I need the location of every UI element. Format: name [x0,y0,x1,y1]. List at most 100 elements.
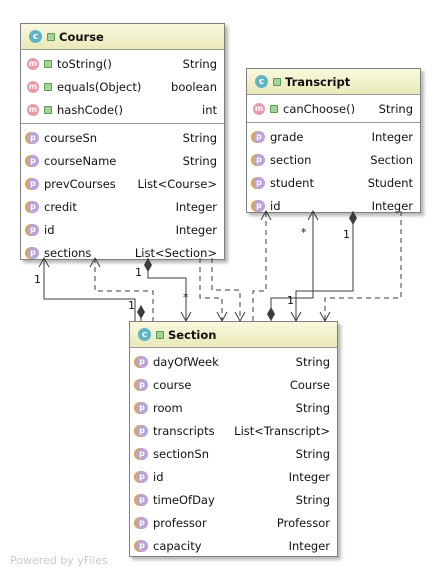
class-course[interactable]: c Course m toString() String m equals(Ob… [20,23,225,260]
field-name: id [153,469,164,484]
field-type: Integer [288,538,330,553]
edge-course-composition[interactable] [147,258,187,321]
field-row[interactable]: p credit Integer [21,195,224,218]
edge-section-transcript[interactable] [270,211,314,321]
field-name: sections [44,245,92,260]
field-row[interactable]: p prevCourses List<Course> [21,172,224,195]
arrowhead-open-down [234,311,246,323]
property-icon: p [253,176,265,189]
field-name: courseName [44,153,117,168]
field-name: capacity [153,538,202,553]
property-icon: p [136,355,148,368]
class-icon: c [138,328,151,341]
field-type: String [182,153,217,168]
method-row[interactable]: m toString() String [21,52,224,75]
field-row[interactable]: p sectionSn String [130,442,337,465]
composition-diamond [267,307,275,321]
field-type: String [295,400,330,415]
field-type: Professor [276,515,330,530]
property-icon: p [27,200,39,213]
field-row[interactable]: p course Course [130,373,337,396]
field-type: String [182,130,217,145]
multiplicity-label: * [301,226,307,239]
public-lock-icon [270,104,278,113]
edge-section-transcript-dashed[interactable] [252,211,267,321]
property-icon: p [253,199,265,212]
field-name: courseSn [44,130,98,145]
field-type: List<Transcript> [234,423,330,438]
multiplicity-label: * [183,291,189,304]
public-lock-icon [273,77,281,86]
method-row[interactable]: m equals(Object) boolean [21,75,224,98]
edge-course-section-solid[interactable] [43,258,136,321]
field-row[interactable]: p sections List<Section> [21,241,224,264]
edge-course-dependency[interactable] [199,258,223,321]
class-header: c Transcript [247,69,420,95]
fields-section: p dayOfWeek String p course Course p roo… [130,348,337,559]
public-lock-icon [44,59,52,68]
field-row[interactable]: p section Section [247,148,420,171]
edge-transcript-dependency[interactable] [324,211,402,321]
methods-section: m toString() String m equals(Object) boo… [21,50,224,124]
multiplicity-label: 1 [287,294,294,307]
field-name: prevCourses [44,176,116,191]
method-type: String [378,101,413,116]
field-row[interactable]: p student Student [247,171,420,194]
field-name: course [153,377,192,392]
multiplicity-label: 1 [34,273,41,286]
property-icon: p [253,130,265,143]
method-icon: m [253,102,265,115]
field-type: Course [289,377,330,392]
method-name: equals(Object) [57,79,142,94]
property-icon: p [27,131,39,144]
field-row[interactable]: p timeOfDay String [130,488,337,511]
class-transcript[interactable]: c Transcript m canChoose() String p grad… [246,68,421,213]
field-row[interactable]: p capacity Integer [130,534,337,557]
field-name: sectionSn [153,446,210,461]
method-row[interactable]: m canChoose() String [247,97,420,120]
field-type: String [295,446,330,461]
public-lock-icon [47,32,55,41]
edge-transcript-composition[interactable] [295,211,354,321]
method-icon: m [27,80,39,93]
field-row[interactable]: p courseName String [21,149,224,172]
class-header: c Course [21,24,224,50]
class-section[interactable]: c Section p dayOfWeek String p course Co… [129,321,338,557]
field-type: Integer [175,199,217,214]
class-icon: c [29,30,42,43]
property-icon: p [136,539,148,552]
field-name: professor [153,515,207,530]
class-title: Transcript [285,74,351,89]
field-name: id [44,222,55,237]
property-icon: p [136,401,148,414]
field-row[interactable]: p id Integer [247,194,420,217]
field-type: Integer [371,129,413,144]
field-row[interactable]: p id Integer [130,465,337,488]
property-icon: p [136,424,148,437]
field-row[interactable]: p dayOfWeek String [130,350,337,373]
field-name: student [270,175,314,190]
field-row[interactable]: p grade Integer [247,125,420,148]
method-row[interactable]: m hashCode() int [21,98,224,121]
property-icon: p [136,516,148,529]
field-row[interactable]: p transcripts List<Transcript> [130,419,337,442]
arrowhead-open-down [290,311,302,323]
class-header: c Section [130,322,337,348]
method-icon: m [27,57,39,70]
arrowhead-open-down [319,311,331,323]
watermark: Powered by yFiles [10,554,108,567]
edge-course-section-dashed[interactable] [94,258,154,321]
public-lock-icon [44,82,52,91]
field-type: Section [370,152,413,167]
property-icon: p [27,177,39,190]
field-row[interactable]: p courseSn String [21,126,224,149]
field-row[interactable]: p professor Professor [130,511,337,534]
field-type: String [295,492,330,507]
property-icon: p [27,223,39,236]
edge-course-dependency-2[interactable] [211,258,241,321]
field-row[interactable]: p room String [130,396,337,419]
field-row[interactable]: p id Integer [21,218,224,241]
fields-section: p grade Integer p section Section p stud… [247,123,420,219]
multiplicity-label: 1 [128,299,135,312]
field-type: Integer [288,469,330,484]
